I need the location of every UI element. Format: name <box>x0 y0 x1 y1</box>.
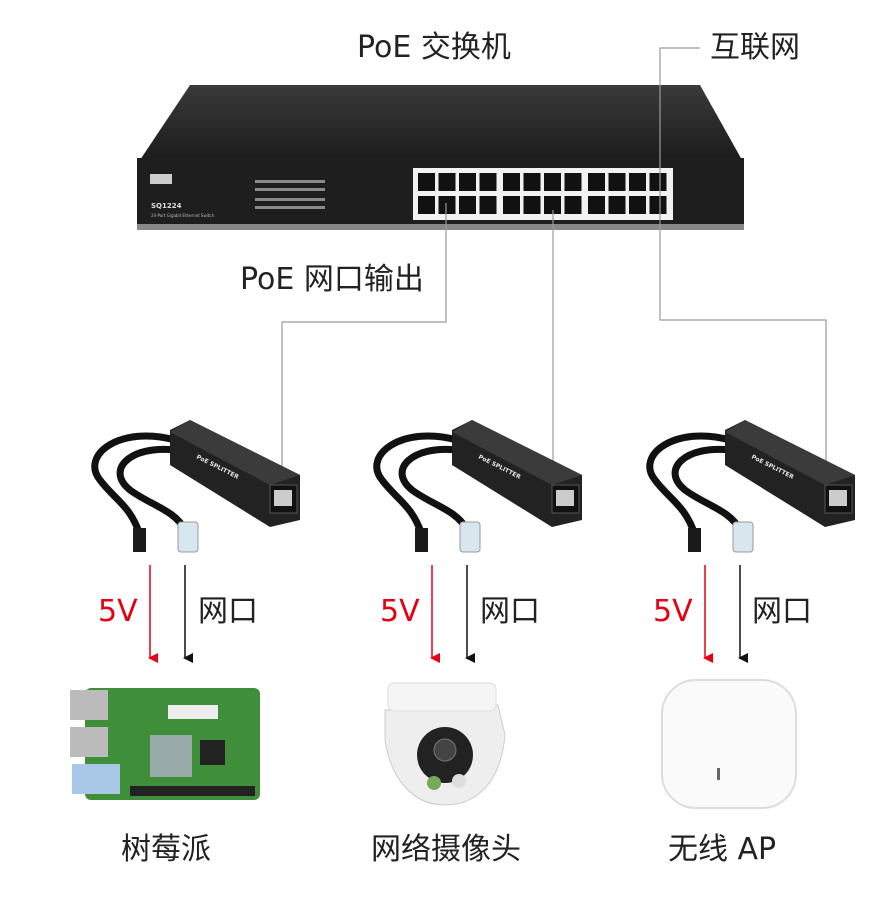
switch-port <box>649 173 667 191</box>
connector-lines <box>281 47 827 494</box>
switch-subtitle: 24-Port Gigabit Ethernet Switch <box>151 213 215 218</box>
switch-port <box>479 173 497 191</box>
poe-switch <box>137 85 744 230</box>
switch-leds <box>255 180 325 209</box>
power-label-2: 5V <box>380 594 420 629</box>
branches: PoE SPLITTER PoE SPLITTER PoE SPLITTER <box>70 420 855 809</box>
switch-logo <box>150 174 172 184</box>
rj45-port-icon <box>829 490 847 506</box>
switch-port <box>564 173 582 191</box>
switch-port <box>438 173 456 191</box>
rj45-plug-icon <box>177 521 199 553</box>
switch-port <box>418 173 435 191</box>
branch-2: PoE SPLITTER <box>373 420 582 663</box>
network-cable <box>116 445 189 532</box>
device-label-camera: 网络摄像头 <box>371 832 521 867</box>
network-cable <box>398 445 471 532</box>
power-label-3: 5V <box>653 594 693 629</box>
branch-1: PoE SPLITTER <box>91 420 300 663</box>
internet-label: 互联网 <box>710 30 800 65</box>
poe-output-label: PoE 网口输出 <box>240 262 424 297</box>
switch-title: PoE 交换机 <box>357 30 511 65</box>
switch-port <box>438 196 456 214</box>
branch-3: PoE SPLITTER <box>646 420 855 663</box>
switch-port <box>459 196 476 214</box>
power-cable <box>91 432 176 537</box>
network-label-3: 网口 <box>752 594 812 629</box>
rj45-plug-icon <box>732 521 754 553</box>
switch-port <box>503 173 520 191</box>
usb-c-plug-icon <box>688 528 701 552</box>
poe-splitter: PoE SPLITTER <box>725 420 855 527</box>
wireless-ap-image <box>661 679 797 809</box>
switch-port <box>588 196 605 214</box>
switch-port <box>608 173 626 191</box>
switch-ports <box>413 168 673 220</box>
power-cable <box>646 432 731 537</box>
switch-port <box>479 196 497 214</box>
switch-port <box>544 196 561 214</box>
switch-model: SQ1224 <box>151 202 182 210</box>
switch-port <box>523 173 541 191</box>
switch-port <box>649 196 667 214</box>
poe-splitter: PoE SPLITTER <box>170 420 300 527</box>
rj45-port-icon <box>274 490 292 506</box>
network-label-1: 网口 <box>198 594 258 629</box>
switch-port <box>564 196 582 214</box>
usb-c-plug-icon <box>415 528 428 552</box>
device-label-ap: 无线 AP <box>668 832 777 867</box>
internet-line <box>659 47 827 492</box>
switch-port <box>544 173 561 191</box>
switch-port <box>629 173 646 191</box>
switch-port <box>418 196 435 214</box>
network-cable <box>671 445 744 532</box>
switch-port <box>459 173 476 191</box>
rj45-plug-icon <box>459 521 481 553</box>
power-cable <box>373 432 458 537</box>
poe-line-1 <box>281 203 447 494</box>
poe-splitter: PoE SPLITTER <box>452 420 582 527</box>
switch-port <box>523 196 541 214</box>
switch-port <box>503 196 520 214</box>
raspberry-pi-image <box>70 688 260 800</box>
switch-port <box>608 196 626 214</box>
power-label-1: 5V <box>98 594 138 629</box>
status-led-icon <box>717 768 720 780</box>
rj45-port-icon <box>556 490 574 506</box>
network-camera-image <box>384 682 506 806</box>
network-label-2: 网口 <box>480 594 540 629</box>
device-label-raspberry-pi: 树莓派 <box>121 832 211 867</box>
switch-port <box>629 196 646 214</box>
usb-c-plug-icon <box>133 528 146 552</box>
switch-port <box>588 173 605 191</box>
